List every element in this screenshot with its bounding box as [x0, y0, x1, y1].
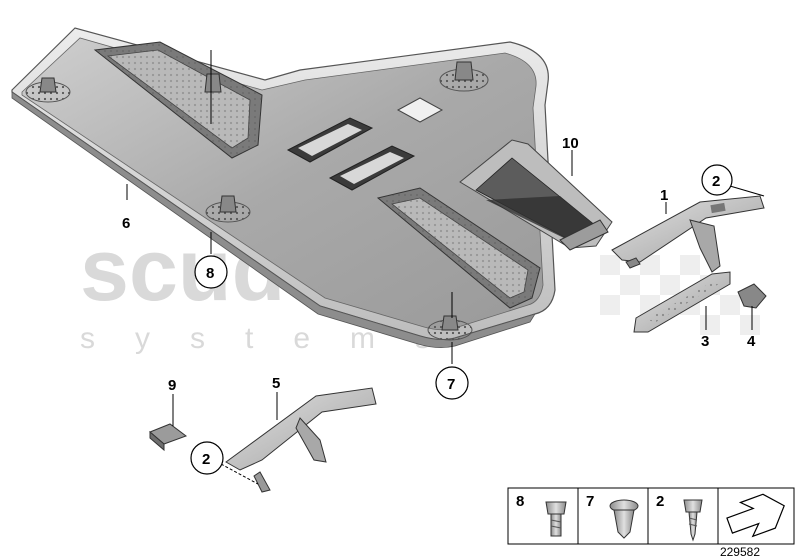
callout-5: 5: [272, 375, 280, 392]
callout-7: 7: [447, 376, 455, 393]
clip-part-9: [149, 423, 188, 452]
dome-clip-left: [25, 77, 71, 103]
callouts: 1 2 3 4 5 6 7 8 9 10 2: [122, 135, 756, 475]
callout-2-circle-top: [701, 164, 733, 196]
callout-2-bottom: 2: [202, 451, 210, 468]
dome-clip-bottom: [427, 315, 473, 341]
fastener-legend: 8 7 2: [507, 487, 795, 545]
screw-2-icon: [683, 499, 703, 542]
reference-number: 229582: [720, 545, 760, 559]
callout-10: 10: [562, 135, 579, 152]
screw-8-icon: [545, 501, 567, 537]
checkered-flag-watermark: [600, 255, 760, 335]
callout-4: 4: [747, 333, 756, 350]
callout-6: 6: [122, 215, 130, 232]
callout-1: 1: [660, 187, 668, 204]
callout-8-circle: [194, 255, 228, 289]
trim-strip-part-3: [633, 271, 731, 333]
legend-item-7: 7: [586, 493, 594, 510]
callout-3: 3: [701, 333, 709, 350]
dome-clip-mid: [204, 73, 222, 93]
legend-item-2: 2: [656, 493, 664, 510]
callout-2-top: 2: [712, 173, 720, 190]
callout-9: 9: [168, 377, 176, 394]
overhead-console-tray: [11, 27, 556, 348]
cap-part-4: [737, 283, 767, 309]
arrow-icon: [726, 493, 785, 538]
electronic-module: [459, 139, 613, 251]
dome-clip-top-right: [439, 61, 489, 92]
push-clip-7-icon: [609, 499, 639, 539]
dome-clip-center: [205, 195, 251, 223]
legend-item-8: 8: [516, 493, 524, 510]
leader-lines: [126, 50, 765, 485]
bracket-part-1: [611, 195, 765, 273]
callout-8: 8: [206, 265, 214, 282]
bracket-part-5: [225, 387, 377, 493]
callout-2-circle-bottom: [190, 441, 224, 475]
callout-7-circle: [435, 366, 469, 400]
